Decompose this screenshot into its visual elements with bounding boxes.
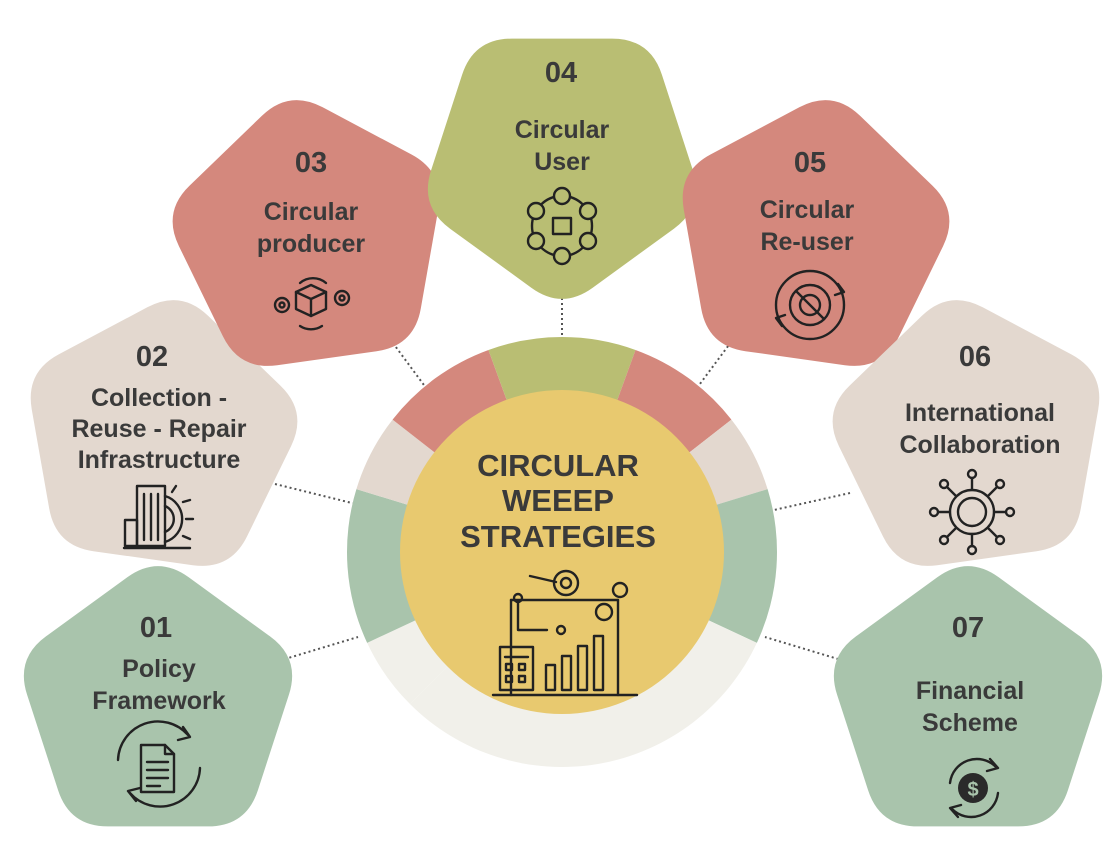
strategy-04-shape [427,38,697,299]
strategy-07-label-line-1: Financial [916,677,1024,705]
strategy-05-number: 05 [794,147,826,179]
user-network-icon [526,186,598,266]
strategy-05: 05 Circular Re-user [760,147,855,256]
analytics-dashboard-icon [491,569,639,697]
strategy-07-label-line-2: Scheme [922,709,1018,737]
strategy-02-label-line-3: Infrastructure [78,446,241,474]
strategy-01-shape [23,566,293,827]
policy-document-cycle-icon [116,720,202,808]
center-title-line-3: STRATEGIES [460,519,656,554]
strategy-04-label-line-2: User [534,148,590,176]
strategy-05-shape [682,100,950,366]
strategy-07-number: 07 [952,612,984,644]
strategy-05-label-line-2: Re-user [760,228,853,256]
strategy-06: 06 International Collaboration [899,341,1060,459]
strategy-02-shape [30,300,298,566]
strategy-01-label-line-2: Framework [92,687,225,715]
strategy-04-number: 04 [545,57,577,89]
strategy-02: 02 Collection - Reuse - Repair Infrastru… [71,341,246,474]
strategy-03: 03 Circular producer [257,147,366,258]
center-circle [400,390,724,714]
dollar-cycle-icon: $ [948,757,1000,819]
strategy-06-number: 06 [959,341,991,373]
strategy-02-label-line-2: Reuse - Repair [71,415,246,443]
strategy-07: 07 Financial Scheme [916,612,1024,737]
strategy-03-label-line-1: Circular [264,198,359,226]
ring-segment-03 [392,349,511,460]
strategy-01-label-line-1: Policy [122,655,196,683]
strategy-04: 04 Circular User [515,57,610,176]
strategy-06-shape [832,300,1100,566]
strategy-06-label-line-2: Collaboration [899,431,1060,459]
center-title-line-1: CIRCULAR [477,448,639,483]
strategy-07-shape [833,566,1103,827]
ring-segment-bottom [409,615,757,767]
center-title: CIRCULAR WEEEP STRATEGIES [460,448,656,554]
network-gear-icon [928,468,1016,556]
box-gears-cycle-icon [273,277,351,331]
strategy-06-label-line-1: International [905,399,1055,427]
strategy-02-label-line-1: Collection - [91,384,227,412]
strategy-03-label-line-2: producer [257,230,366,258]
strategy-shapes [23,38,1103,827]
ring-segment-04 [488,337,636,412]
strategy-02-number: 02 [136,341,168,373]
building-gear-icon [122,484,195,550]
strategy-04-label-line-1: Circular [515,116,610,144]
wrench-gear-cycle-icon [774,269,846,341]
strategy-03-shape [172,100,440,366]
svg-text:$: $ [967,779,978,801]
center-title-line-2: WEEEP [502,483,614,518]
strategy-01-number: 01 [140,612,172,644]
ring-segment-05 [613,349,732,460]
strategy-05-label-line-1: Circular [760,196,855,224]
strategy-03-number: 03 [295,147,327,179]
strategy-01: 01 Policy Framework [92,612,225,715]
